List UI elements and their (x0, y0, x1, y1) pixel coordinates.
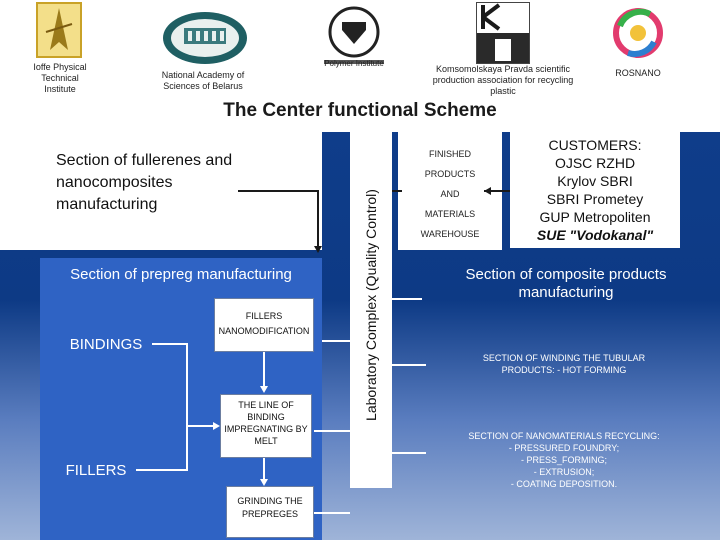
fillers-nano-2: NANOMODIFICATION (218, 326, 310, 336)
arrow-fullerenes-down (314, 246, 322, 253)
warehouse-line-1: PRODUCTS (424, 169, 476, 179)
nano-to-line (263, 352, 265, 388)
recycling-line-2: - PRESS_FORMING; (520, 455, 607, 465)
arrow-to-impregnating (213, 422, 220, 430)
arrow-customers-to-warehouse (484, 187, 491, 195)
customers-line-0: CUSTOMERS: (548, 137, 642, 153)
warehouse-to-lab (392, 190, 402, 192)
lab-to-winding (392, 364, 426, 366)
composite-section: Section of composite products manufactur… (465, 266, 667, 301)
customers-line-4: GUP Metropoliten (539, 209, 651, 225)
ioffe-logo-icon (36, 2, 82, 58)
fillers-connector-v (186, 425, 188, 471)
arrow-grinding-down (260, 479, 268, 486)
fullerenes-section: Section of fullerenes and nanocomposites… (56, 152, 233, 213)
customers-line-3: SBRI Prometey (546, 191, 644, 207)
arrow-nano-down (260, 386, 268, 393)
lab-to-recycling (392, 452, 426, 454)
polymer-caption: Polymer Institute (324, 59, 384, 68)
warehouse-line-4: WAREHOUSE (420, 229, 480, 239)
lab-to-composite (392, 298, 422, 300)
ioffe-caption: Ioffe Physical Technical Institute (33, 62, 87, 94)
page-title: The Center functional Scheme (223, 100, 497, 121)
line-to-grinding (263, 458, 265, 480)
customers-line-5: SUE "Vodokanal" (536, 227, 654, 243)
lab-complex-label: Laboratory Complex (Quality Control) (363, 189, 379, 421)
fullerenes-to-lab-v (317, 190, 319, 248)
customers-line-1: OJSC RZHD (554, 155, 636, 171)
rosnano-logo-icon (610, 6, 666, 60)
grinding-text: GRINDING THE PREPREGES (237, 496, 303, 519)
prepreg-section: Section of prepreg manufacturing (70, 266, 292, 283)
fullerenes-to-lab (238, 190, 318, 192)
rosnano-caption: ROSNANO (615, 68, 661, 78)
lab-to-prepreg-3 (314, 512, 350, 514)
recycling-section: SECTION OF NANOMATERIALS RECYCLING: - PR… (418, 430, 710, 490)
recycling-line-3: - EXTRUSION; (533, 467, 595, 477)
customers-line-2: Krylov SBRI (557, 173, 633, 189)
lab-to-prepreg-1 (322, 340, 350, 342)
customers-list: CUSTOMERS: OJSC RZHD Krylov SBRI SBRI Pr… (510, 136, 680, 244)
winding-section: SECTION OF WINDING THE TUBULAR PRODUCTS:… (482, 353, 646, 375)
polymer-institute-logo-icon (318, 4, 390, 66)
warehouse-line-3: MATERIALS (424, 209, 476, 219)
recycling-line-1: - PRESSURED FOUNDRY; (508, 443, 620, 453)
bindings-connector (152, 343, 186, 345)
customers-panel (510, 120, 680, 248)
fillers-connector (136, 469, 188, 471)
warehouse-text: FINISHED PRODUCTS AND MATERIALS WAREHOUS… (398, 144, 502, 244)
nasb-caption: National Academy of Sciences of Belarus (161, 70, 245, 91)
bindings-connector-v (186, 343, 188, 427)
bindings-connector-h2 (186, 425, 214, 427)
nasb-logo-icon (160, 10, 250, 66)
bindings-label: BINDINGS (69, 336, 143, 353)
warehouse-line-2: AND (440, 189, 460, 199)
fillers-nano-1: FILLERS (245, 311, 283, 321)
grinding-box: GRINDING THE PREPREGES (226, 486, 314, 538)
lab-to-prepreg-2 (314, 430, 350, 432)
lab-panel (350, 122, 392, 488)
recycling-line-0: SECTION OF NANOMATERIALS RECYCLING: (468, 431, 660, 441)
kp-logo-icon (476, 2, 530, 64)
fillers-label: FILLERS (65, 462, 127, 479)
impregnating-text: THE LINE OF BINDING IMPREGNATING BY MELT (224, 400, 308, 446)
recycling-line-4: - COATING DEPOSITION. (510, 479, 618, 489)
warehouse-to-customers (484, 190, 510, 192)
impregnating-box: THE LINE OF BINDING IMPREGNATING BY MELT (220, 394, 312, 458)
kp-caption: Komsomolskaya Pravda scientific producti… (432, 64, 574, 96)
warehouse-line-0: FINISHED (428, 149, 471, 159)
fillers-nano-box: FILLERS NANOMODIFICATION (214, 298, 314, 352)
